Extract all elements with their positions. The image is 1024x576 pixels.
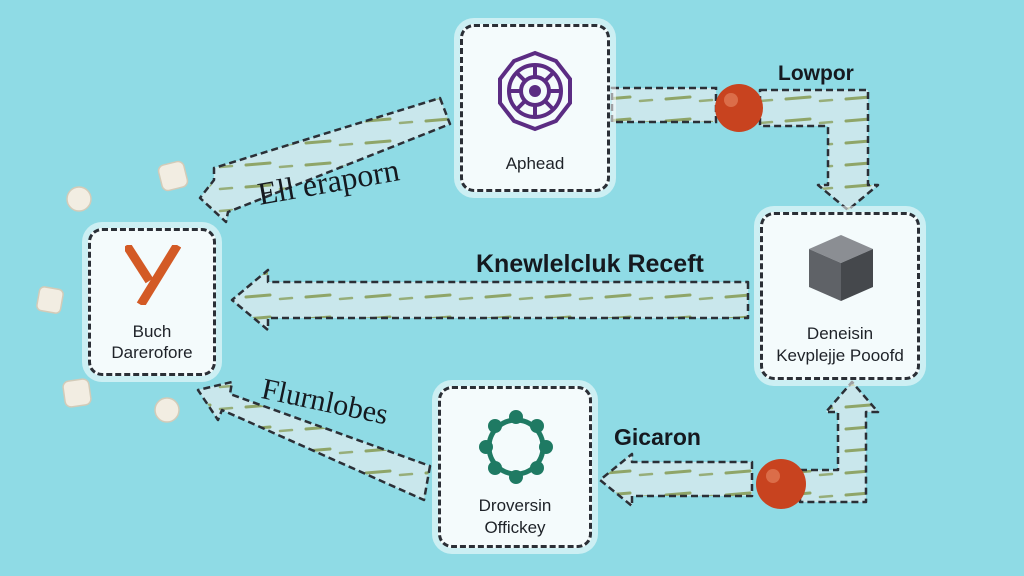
node-aphead: Aphead — [460, 24, 610, 192]
node-aphead-label: Aphead — [505, 154, 565, 173]
arrow-ball-droversin — [598, 452, 754, 508]
arrow-buch-aphead — [198, 96, 452, 224]
arrow-ball-deneisin — [758, 88, 880, 212]
edge-label-lowpor: Lowpor — [778, 62, 854, 85]
node-droversin-line2: Offickey — [484, 518, 546, 537]
gear-network-icon — [498, 50, 572, 132]
node-deneisin-line1: Deneisin — [806, 324, 874, 343]
node-deneisin-line2: Kevplejje Pooofd — [776, 346, 904, 365]
node-droversin: Droversin Offickey — [438, 386, 592, 548]
y-logo-icon — [125, 245, 181, 305]
node-droversin-line1: Droversin — [478, 496, 552, 515]
node-buch: Buch Darerofore — [88, 228, 216, 376]
edge-label-knowledge: Knewlelcluk Receft — [476, 250, 704, 278]
ring-network-icon — [479, 410, 553, 484]
cube-icon — [809, 235, 873, 301]
arrow-droversin-buch — [196, 380, 432, 502]
node-buch-line1: Buch — [132, 322, 172, 341]
ball-top — [715, 84, 763, 132]
arrow-ball-deneisin-up — [798, 380, 880, 504]
node-buch-line2: Darerofore — [111, 343, 193, 362]
node-deneisin: Deneisin Kevplejje Pooofd — [760, 212, 920, 380]
edge-label-gicaron: Gicaron — [614, 424, 701, 450]
arrow-deneisin-buch — [230, 268, 750, 332]
ball-bottom — [756, 459, 806, 509]
pebbles — [36, 160, 189, 423]
arrow-aphead-ball — [610, 86, 718, 124]
